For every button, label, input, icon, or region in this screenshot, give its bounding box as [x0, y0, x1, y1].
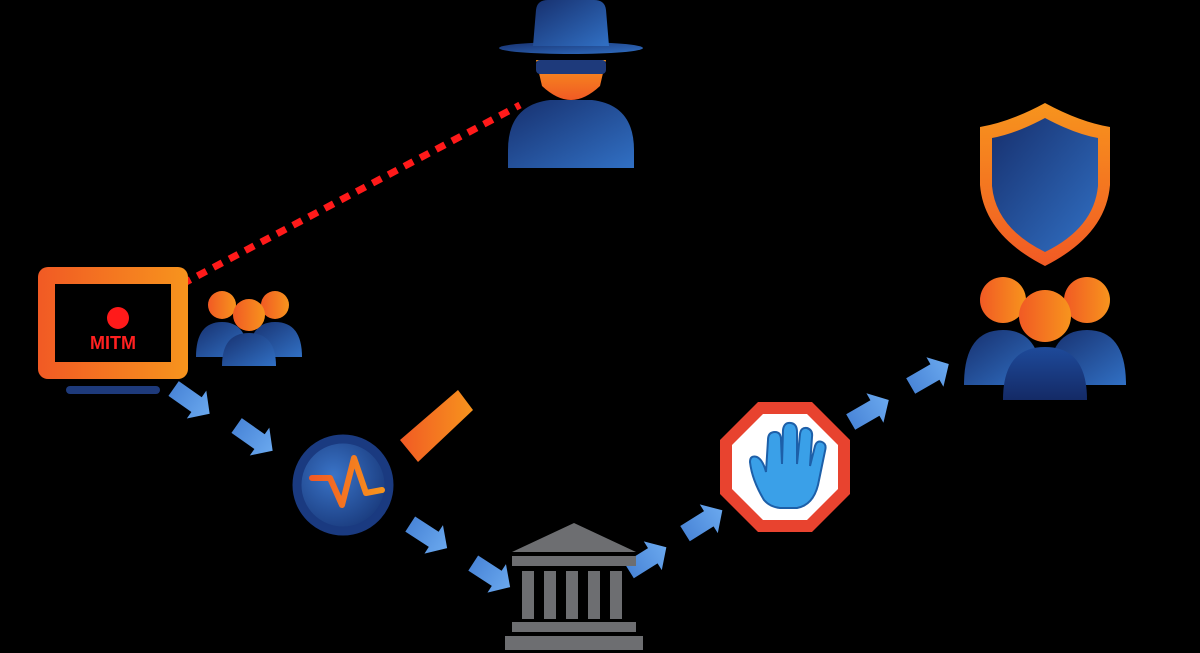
intercept-point — [107, 307, 129, 329]
flow-arrow — [463, 548, 520, 602]
flow-arrow — [226, 411, 283, 465]
bank-icon — [505, 523, 643, 650]
laptop-icon — [38, 267, 188, 394]
user-group-icon — [196, 291, 302, 366]
stop-hand-icon — [720, 402, 850, 532]
flow-arrow — [842, 385, 898, 437]
shield-icon — [980, 103, 1110, 266]
flow-arrow — [400, 509, 457, 563]
hacker-icon — [499, 0, 643, 168]
flow-arrow — [902, 349, 958, 401]
flow-arrow — [163, 374, 220, 428]
magnifier-analysis-icon — [292, 390, 473, 536]
laptop-label: MITM — [90, 333, 136, 353]
flow-arrow — [676, 495, 732, 549]
protected-users-icon — [964, 277, 1126, 400]
